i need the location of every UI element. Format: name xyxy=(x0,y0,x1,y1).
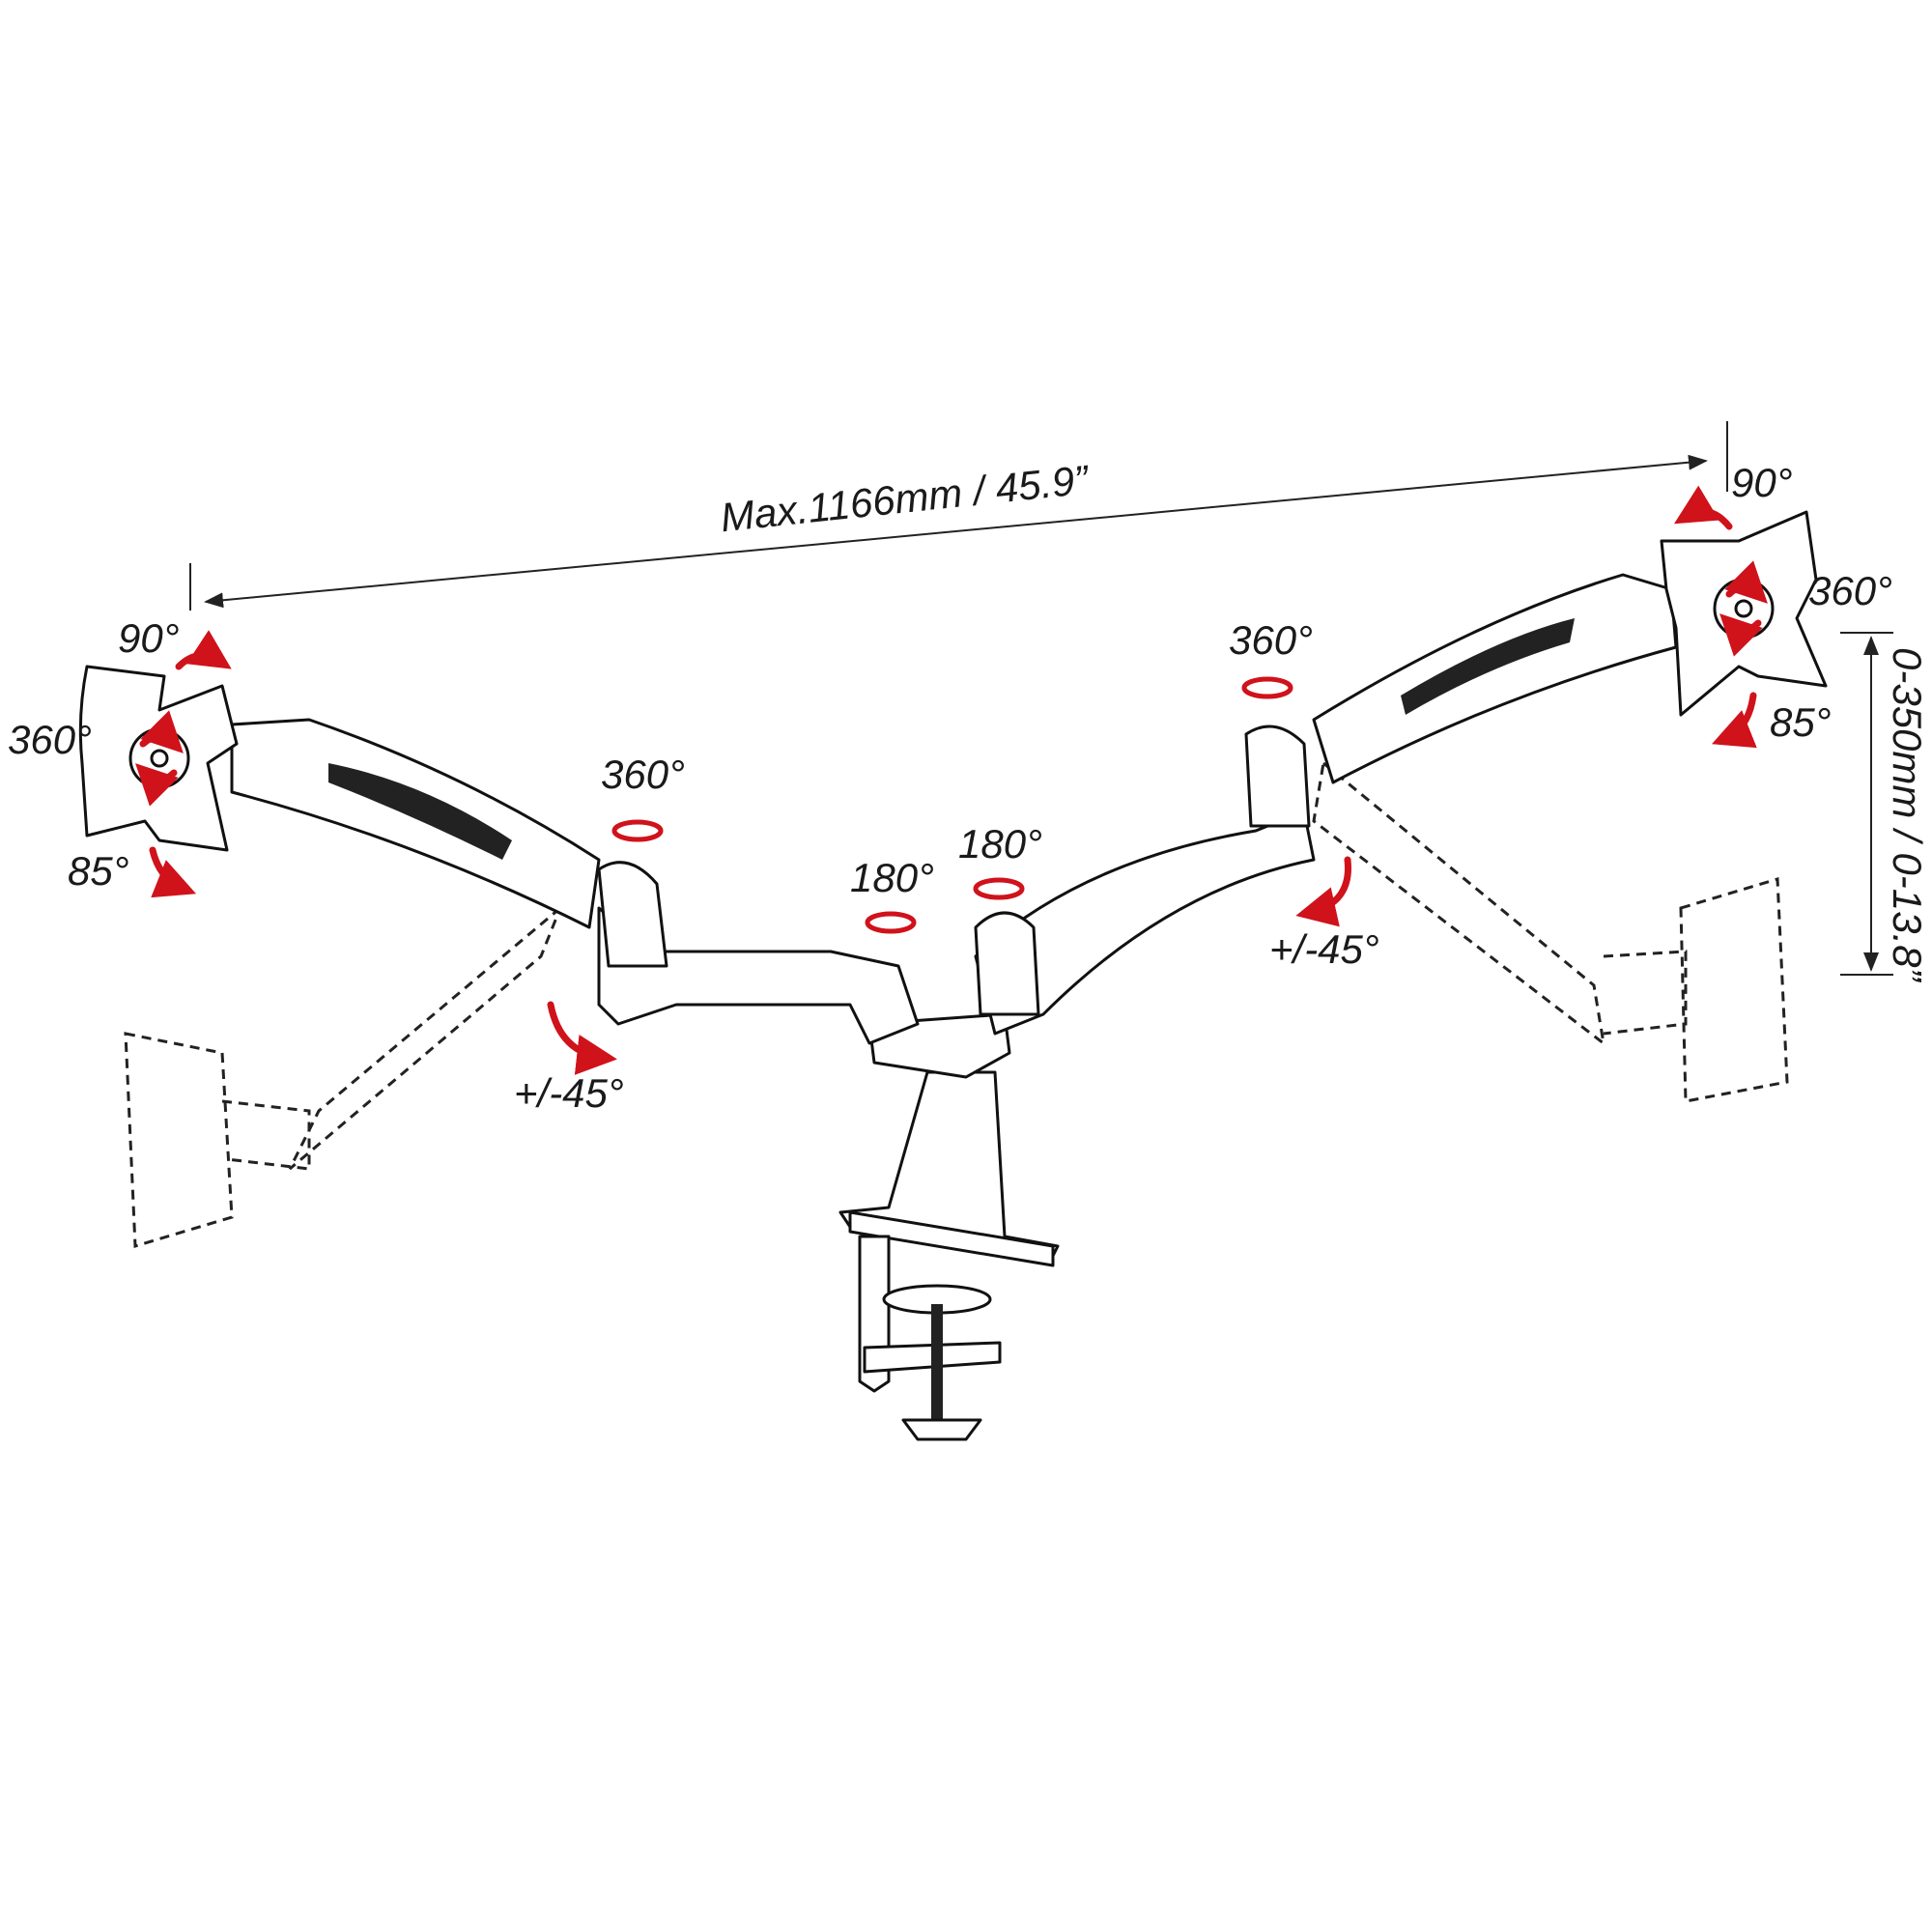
right-tilt-down-label: 85° xyxy=(1770,699,1832,745)
left-tilt-up-label: 90° xyxy=(118,615,180,661)
left-gas-spring-arm xyxy=(230,718,601,929)
left-arm-tilt-label: +/-45° xyxy=(514,1070,624,1116)
right-vesa-plate xyxy=(1660,510,1828,717)
right-elbow-swivel-label: 360° xyxy=(1229,617,1313,663)
left-elbow-swivel-label: 360° xyxy=(601,752,685,797)
max-reach-dimension xyxy=(189,421,1728,611)
center-right-swivel-label: 180° xyxy=(958,821,1042,867)
left-vesa-plate xyxy=(78,665,239,852)
right-arm-lowered-ghost xyxy=(1312,760,1789,1103)
right-rotate-label: 360° xyxy=(1808,568,1892,613)
rotation-arrows xyxy=(135,485,1768,1075)
left-swing-arm xyxy=(597,861,920,1045)
right-arm-tilt-label: +/-45° xyxy=(1269,926,1379,972)
right-swing-arm xyxy=(974,724,1316,1036)
height-dimension xyxy=(1840,632,1893,976)
desk-clamp-base xyxy=(838,1070,1060,1441)
left-rotate-label: 360° xyxy=(8,717,92,762)
left-arm-lowered-ghost xyxy=(124,906,562,1248)
right-gas-spring-arm xyxy=(1312,573,1678,784)
max-reach-label: Max.1166mm / 45.9” xyxy=(719,456,1093,540)
right-tilt-up-label: 90° xyxy=(1731,460,1793,505)
center-left-swivel-label: 180° xyxy=(850,855,934,900)
height-range-label: 0-350mm / 0-13.8” xyxy=(1885,647,1930,982)
left-tilt-down-label: 85° xyxy=(68,848,129,894)
